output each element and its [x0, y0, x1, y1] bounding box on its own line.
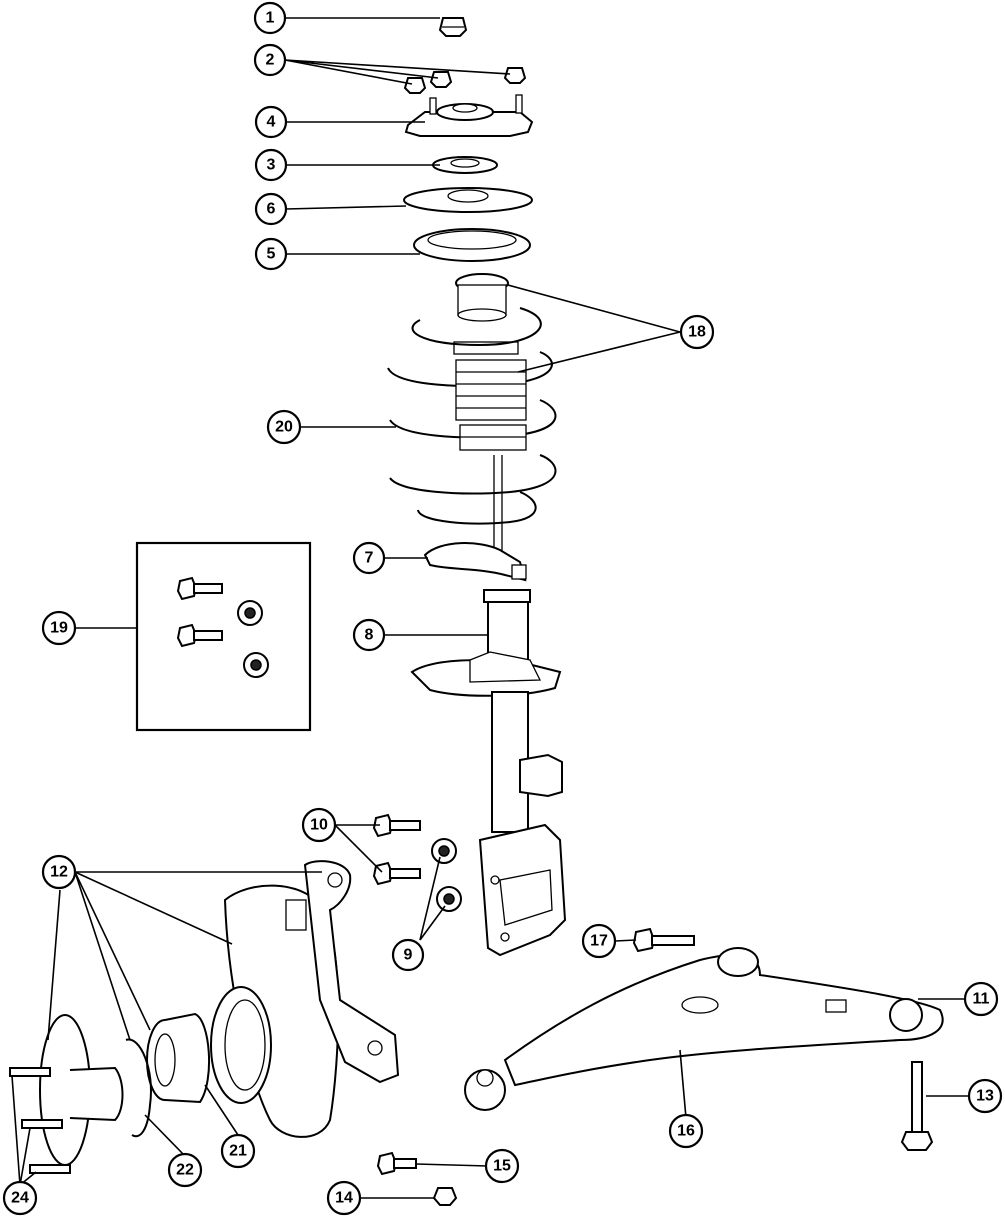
part-2-mount-nuts [403, 67, 527, 94]
callout-15-label: 15 [493, 1158, 511, 1175]
part-15-ball-joint-bolt [376, 1151, 417, 1176]
callout-21-label: 21 [229, 1143, 247, 1160]
part-9-strut-nuts [431, 838, 462, 912]
callout-22: 22 [167, 1152, 203, 1188]
part-18-bellows [455, 359, 527, 451]
callout-3: 3 [254, 148, 288, 182]
callout-18-label: 18 [688, 324, 706, 341]
leader-lines [11, 17, 973, 1199]
callout-15: 15 [484, 1148, 520, 1184]
part-12-steering-knuckle [210, 860, 400, 1138]
part-17-control-arm-bolt [632, 927, 695, 953]
callout-6-label: 6 [267, 201, 276, 218]
part-19-kit-box [135, 541, 312, 732]
callout-22-label: 22 [176, 1162, 194, 1179]
callout-9-label: 9 [404, 947, 413, 964]
callout-12-label: 12 [50, 864, 68, 881]
callout-7: 7 [352, 541, 386, 575]
callout-3-label: 3 [267, 157, 276, 174]
callout-18: 18 [679, 314, 715, 350]
callout-19-label: 19 [50, 620, 68, 637]
callout-10: 10 [301, 807, 337, 843]
part-3-strut-bearing [432, 156, 498, 174]
callout-16-label: 16 [677, 1123, 695, 1140]
callout-5: 5 [254, 237, 288, 271]
part-6-upper-spring-seat [403, 187, 533, 213]
callout-10-label: 10 [310, 817, 328, 834]
callout-20: 20 [266, 409, 302, 445]
part-22-snap-ring [125, 1038, 152, 1138]
part-4-upper-strut-mount [404, 94, 534, 137]
callout-12: 12 [41, 854, 77, 890]
part-5-spring-isolator [413, 228, 531, 262]
part-24-hub-and-studs [9, 1014, 124, 1174]
callout-14-label: 14 [335, 1190, 353, 1207]
callout-13-label: 13 [976, 1088, 994, 1105]
callout-5-label: 5 [267, 246, 276, 263]
callout-1-label: 1 [266, 10, 275, 27]
callout-24: 24 [2, 1180, 38, 1216]
callout-21: 21 [220, 1133, 256, 1169]
callout-2-label: 2 [266, 52, 275, 69]
callout-7-label: 7 [365, 550, 374, 567]
part-14-ball-joint-nut [432, 1187, 458, 1206]
part-18-jounce-bumper-dust-shield [453, 273, 519, 355]
part-21-wheel-bearing [146, 1012, 210, 1104]
part-10-strut-bolts [372, 813, 421, 886]
part-1-strut-nut [438, 17, 468, 37]
callout-1: 1 [253, 1, 287, 35]
part-16-lower-control-arm [464, 947, 944, 1111]
callout-8: 8 [352, 618, 386, 652]
callout-11: 11 [963, 981, 999, 1017]
part-7-lower-spring-isolator [423, 542, 527, 582]
callout-17-label: 17 [590, 933, 608, 950]
callout-11-label: 11 [973, 991, 990, 1008]
callout-13: 13 [967, 1078, 1003, 1114]
callout-14: 14 [326, 1180, 362, 1216]
part-8-strut-assembly [410, 589, 567, 957]
callout-6: 6 [254, 192, 288, 226]
callout-2: 2 [253, 43, 287, 77]
callout-4: 4 [254, 105, 288, 139]
callout-24-label: 24 [11, 1190, 29, 1207]
callout-4-label: 4 [267, 114, 276, 131]
part-13-bushing-bolt [900, 1061, 934, 1151]
callout-9: 9 [391, 938, 425, 972]
part-19-hardware-kit [135, 541, 312, 732]
callout-16: 16 [668, 1113, 704, 1149]
callout-20-label: 20 [275, 419, 293, 436]
callout-19: 19 [41, 610, 77, 646]
callout-17: 17 [581, 923, 617, 959]
callout-8-label: 8 [365, 627, 374, 644]
